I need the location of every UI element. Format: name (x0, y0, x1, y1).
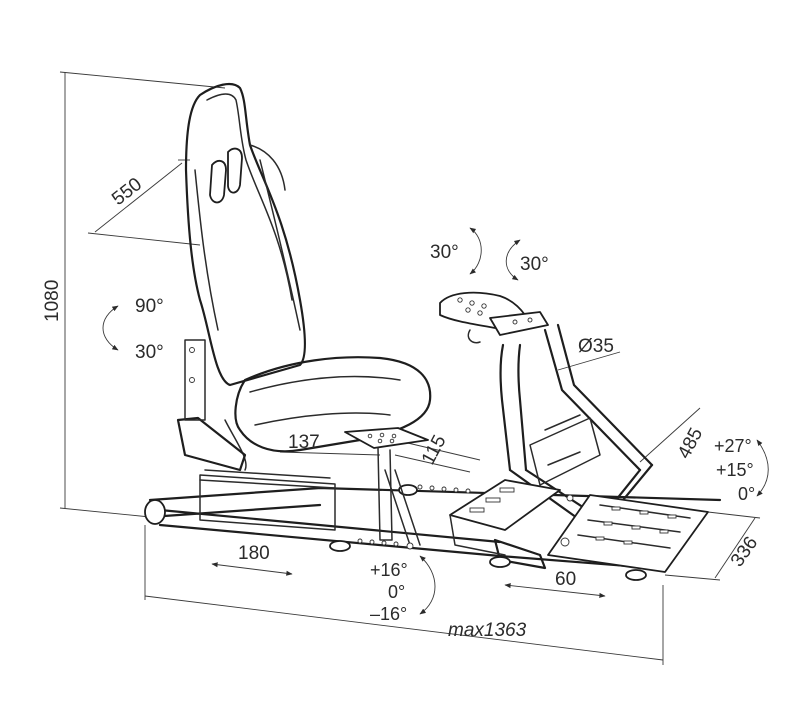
angle-seat-zero-label: 0° (388, 582, 405, 602)
dim-height-label: 1080 (42, 280, 63, 322)
dim-slide-travel-label: 180 (238, 543, 270, 564)
angle-seat-down-label: –16° (370, 604, 407, 624)
racing-seat (176, 82, 432, 550)
angle-back-down-label: 30° (135, 342, 164, 363)
angle-pedal-zero-label: 0° (738, 484, 755, 504)
dim-tube-diameter-label: Ø35 (578, 336, 614, 357)
dim-wheel-height-label: 485 (674, 424, 707, 462)
angle-pedal-up-2-label: +27° (714, 436, 752, 456)
dim-total-length-label: max1363 (448, 620, 527, 641)
angle-pedal-up-1-label: +15° (716, 460, 754, 480)
pedal-plate (449, 479, 709, 573)
dim-pedal-travel-label: 60 (555, 569, 576, 590)
angle-seat-up-label: +16° (370, 560, 408, 580)
angle-back-up-label: 90° (135, 296, 164, 317)
dimension-lines (59, 71, 761, 665)
angle-wheel-left-label: 30° (430, 242, 459, 263)
dim-seat-width-label: 137 (288, 432, 320, 453)
angle-wheel-right-label: 30° (520, 254, 549, 275)
dim-depth-label: 550 (108, 174, 146, 210)
rotation-arrows (102, 227, 769, 615)
dim-pedal-width-label: 336 (727, 533, 762, 571)
